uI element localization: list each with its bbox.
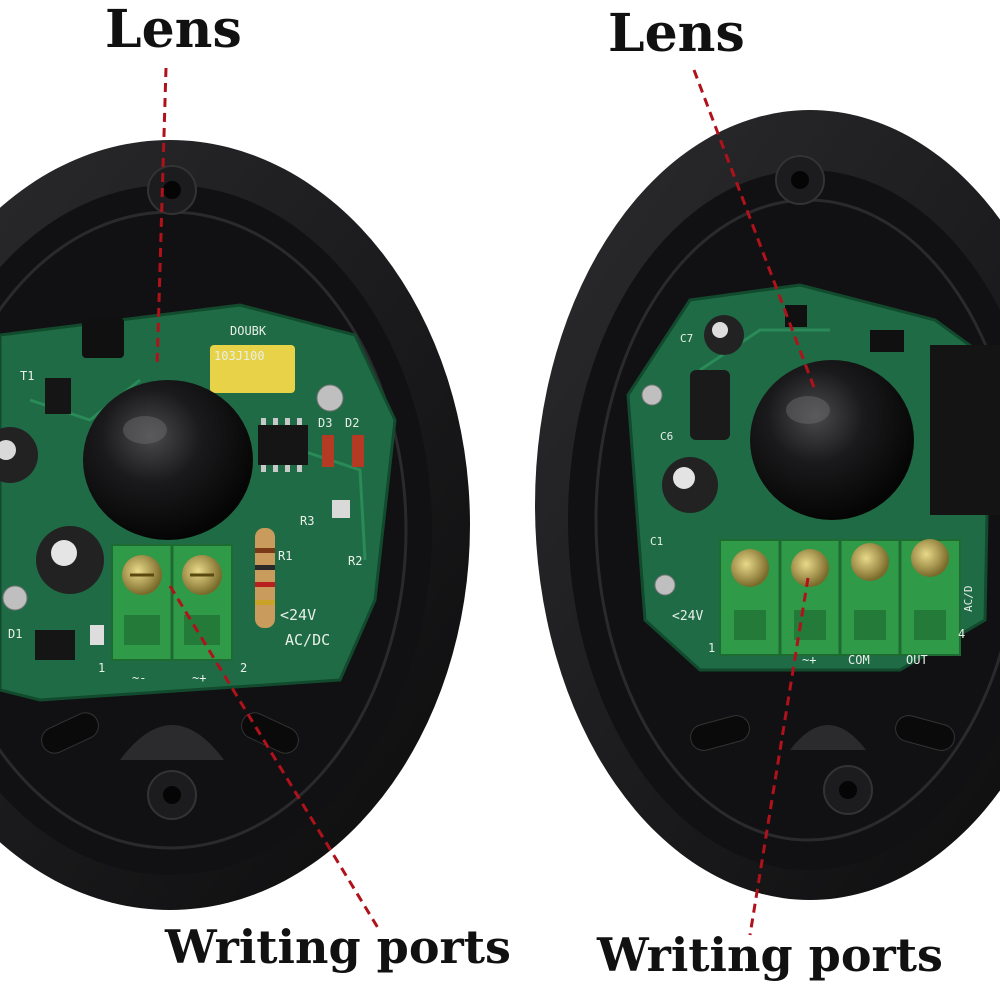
- left-label-r1: R1: [278, 549, 292, 563]
- right-label-c6: C6: [660, 430, 673, 443]
- left-cap-marking: 103J100: [214, 349, 265, 363]
- writing-ports-label-left: Writing ports: [165, 920, 511, 974]
- left-label-t1: T1: [20, 369, 34, 383]
- left-voltage-label: <24V: [280, 606, 316, 624]
- left-label-d3: D3: [318, 416, 332, 430]
- writing-ports-label-right: Writing ports: [597, 928, 943, 982]
- right-label-c1: C1: [650, 535, 663, 548]
- left-silkscreen: 103J100 DOUBK T1 D3 D2 R3 R2 R1 D1 <24V …: [8, 324, 362, 685]
- right-term-1: 1: [708, 641, 715, 655]
- leader-lens-left: [155, 67, 168, 369]
- right-term-out: OUT: [906, 653, 928, 667]
- leader-ports-left: [168, 585, 380, 929]
- left-term-minus: ~-: [132, 671, 146, 685]
- lens-label-left: Lens: [105, 0, 242, 60]
- left-lens-dome: [83, 380, 253, 540]
- left-label-r2: R2: [348, 554, 362, 568]
- leader-ports-right: [748, 577, 810, 936]
- right-terminal-block: [719, 539, 961, 656]
- right-side-text: AC/D: [962, 586, 975, 613]
- left-term-2: 2: [240, 661, 247, 675]
- left-label-d1: D1: [8, 627, 22, 641]
- left-term-plus: ~+: [192, 671, 206, 685]
- left-supply-label: AC/DC: [285, 631, 330, 649]
- left-board-top-text: DOUBK: [230, 324, 267, 338]
- right-silkscreen: C7 C6 C1 <24V 1 ~+ COM OUT 4 AC/D: [650, 332, 975, 667]
- left-label-r3: R3: [300, 514, 314, 528]
- lens-label-right: Lens: [608, 3, 745, 64]
- left-terminal-block: [111, 544, 233, 661]
- left-term-1: 1: [98, 661, 105, 675]
- leader-lens-right: [692, 69, 817, 391]
- right-term-com: COM: [848, 653, 870, 667]
- right-term-plus: ~+: [802, 653, 816, 667]
- right-voltage-label: <24V: [672, 609, 703, 624]
- right-lens-dome: [750, 360, 914, 520]
- annotation-lines: [155, 67, 817, 936]
- right-label-c7: C7: [680, 332, 693, 345]
- right-term-4: 4: [958, 627, 965, 641]
- left-label-d2: D2: [345, 416, 359, 430]
